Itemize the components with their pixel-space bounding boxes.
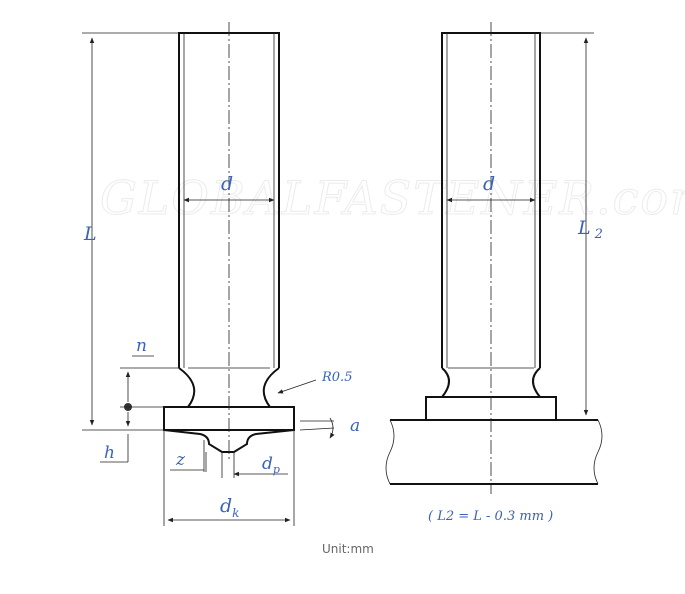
label-n: n	[136, 336, 147, 356]
label-z: z	[175, 450, 186, 470]
label-h: h	[104, 443, 115, 463]
watermark: GLOBALFASTENER.com	[100, 171, 685, 225]
label-dp: dp	[262, 454, 280, 476]
sheet-break-right	[593, 419, 603, 485]
left-view: L d n h R0.5 a z dp	[82, 22, 360, 526]
unit-label: Unit:mm	[322, 542, 374, 556]
left-pilot	[163, 429, 295, 453]
sheet-break-left	[385, 419, 395, 485]
label-radius: R0.5	[321, 370, 352, 385]
label-d-right: d	[483, 173, 495, 195]
right-neck-groove	[441, 367, 541, 398]
label-L: L	[83, 223, 97, 245]
formula-note: ( L2 = L - 0.3 mm )	[428, 509, 553, 524]
label-d-left: d	[221, 173, 233, 195]
label-a: a	[350, 416, 360, 436]
left-neck-groove	[178, 367, 280, 408]
label-dk: dk	[220, 495, 239, 520]
